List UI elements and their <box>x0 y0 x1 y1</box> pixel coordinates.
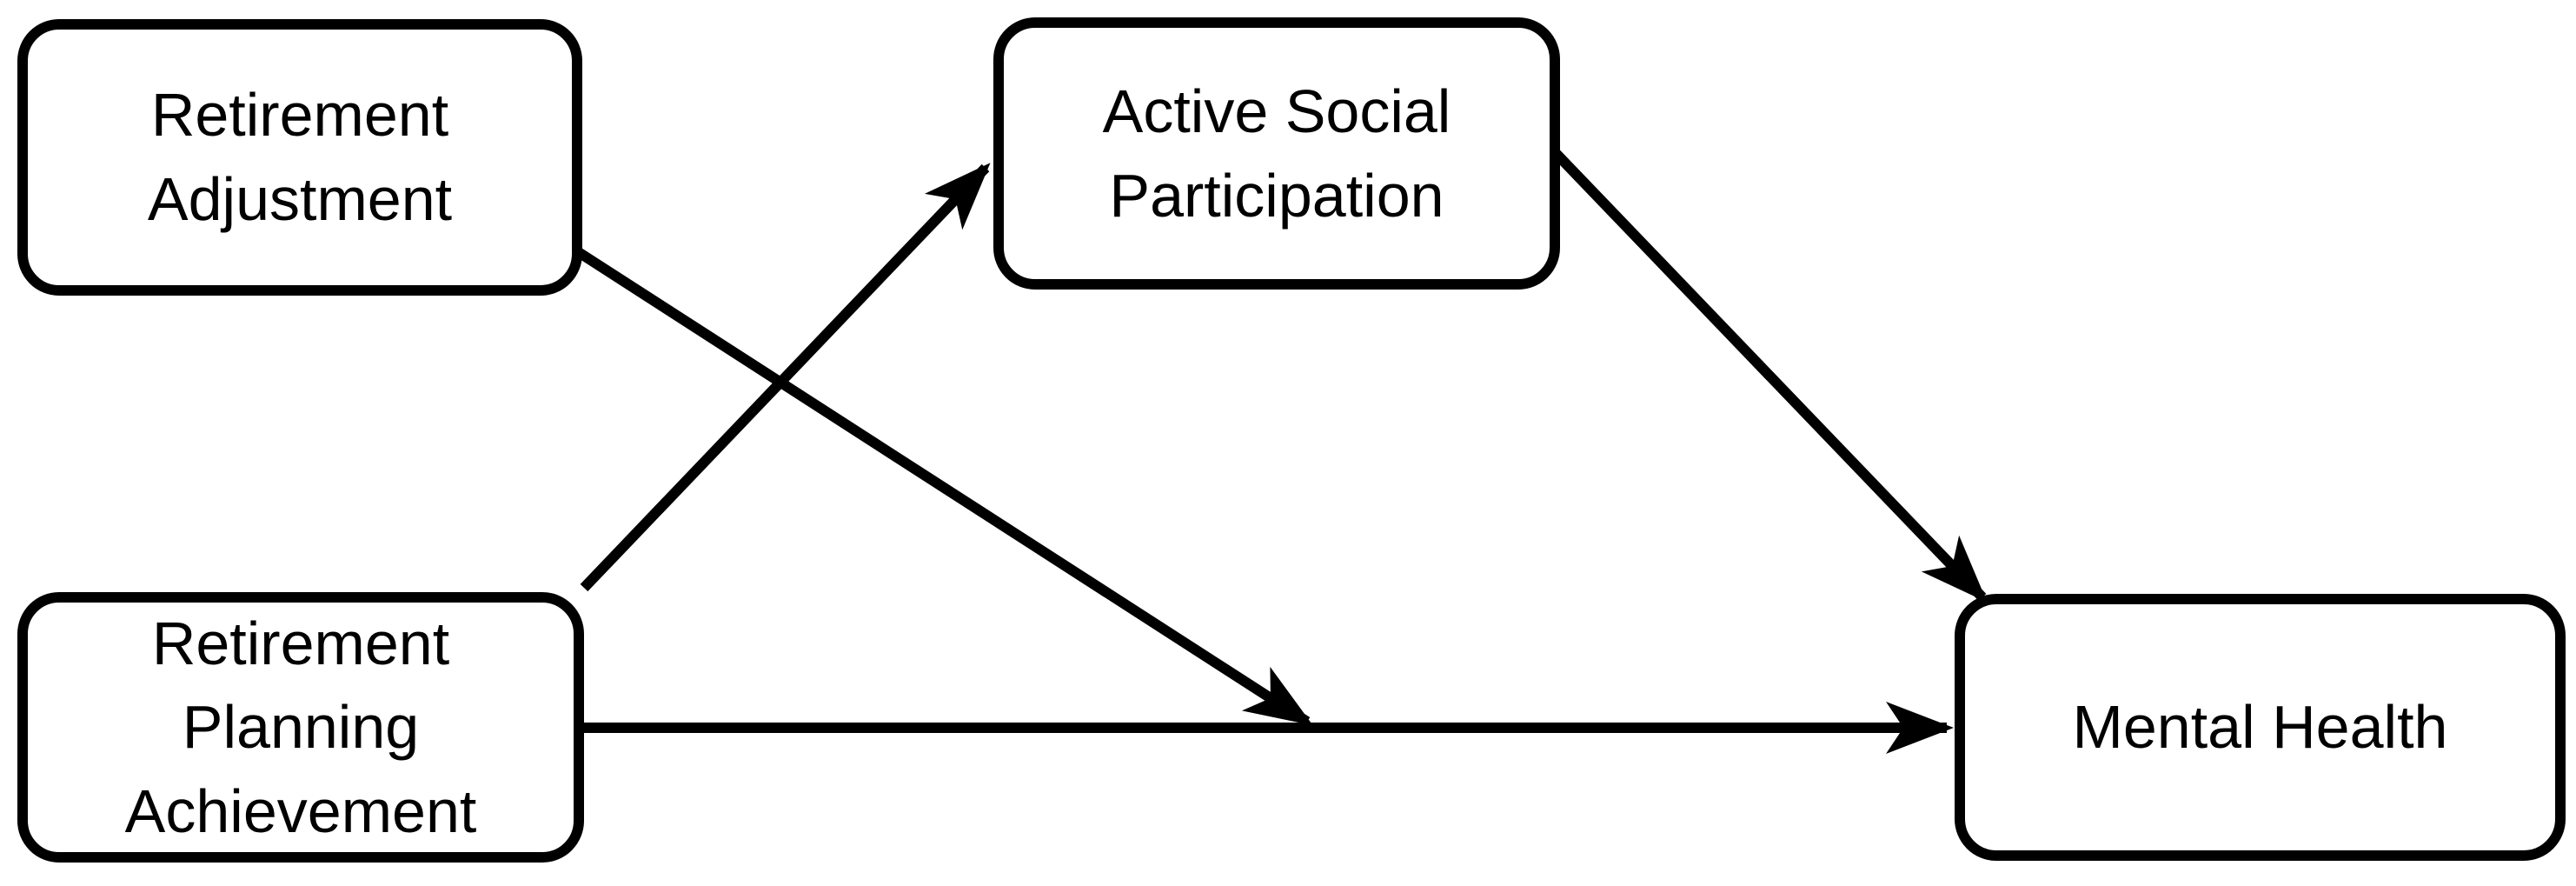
arrow-participation-to-mental-health <box>1550 148 1988 603</box>
node-retirement-planning-achievement: Retirement Planning Achievement <box>17 592 584 863</box>
node-active-social-participation-label: Active Social Participation <box>1102 77 1451 230</box>
node-retirement-adjustment-label: Retirement Adjustment <box>147 81 453 233</box>
node-retirement-planning-achievement-label: Retirement Planning Achievement <box>124 609 477 845</box>
node-active-social-participation: Active Social Participation <box>993 17 1560 290</box>
node-mental-health-label: Mental Health <box>2072 693 2448 762</box>
node-retirement-adjustment: Retirement Adjustment <box>17 19 582 296</box>
node-mental-health: Mental Health <box>1955 594 2566 861</box>
arrow-planning-to-participation <box>580 163 991 592</box>
arrow-adjustment-to-path <box>574 246 1313 727</box>
